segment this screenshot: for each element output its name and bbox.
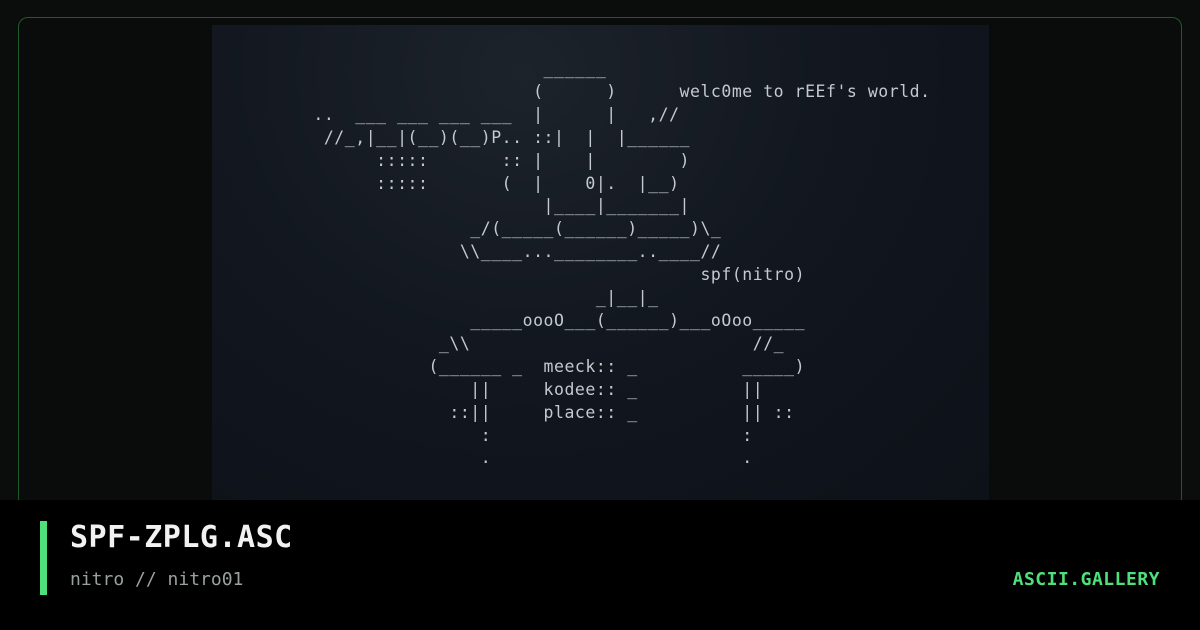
accent-bar (40, 521, 47, 595)
ascii-art-panel: ______ ( ) welc0me to rEEf's world. .. _… (212, 25, 989, 501)
author-subtitle: nitro // nitro01 (70, 569, 244, 590)
site-brand[interactable]: ASCII.GALLERY (1012, 569, 1160, 590)
file-title: SPF-ZPLG.ASC (70, 520, 293, 555)
ascii-art: ______ ( ) welc0me to rEEf's world. .. _… (313, 59, 931, 469)
footer-bar (0, 500, 1200, 630)
